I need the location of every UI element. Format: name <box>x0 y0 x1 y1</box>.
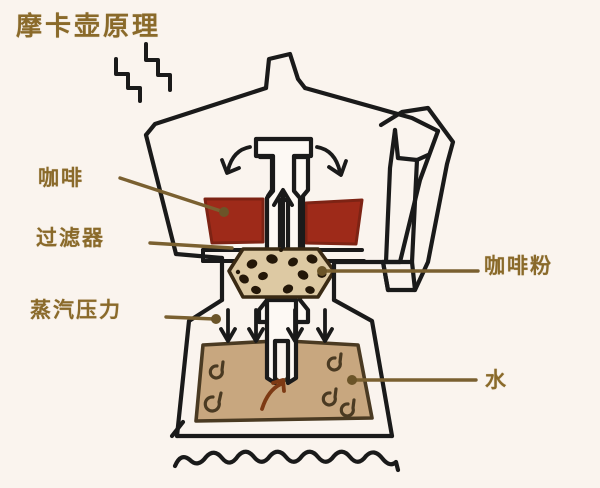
pot-handle <box>378 105 456 293</box>
label-water: 水 <box>485 368 508 392</box>
leader-coffee <box>118 176 226 214</box>
water-bubbles <box>203 352 356 418</box>
label-filter: 过滤器 <box>36 226 105 250</box>
riser-stem-lower <box>264 297 299 386</box>
pour-arrow-left <box>220 145 252 175</box>
water-flow-arrow <box>260 378 286 411</box>
pressure-arrows <box>219 308 334 343</box>
label-coffee-grounds: 咖啡粉 <box>484 254 553 278</box>
pour-arrow-right <box>315 145 348 177</box>
leader-lines <box>118 176 480 382</box>
pot-upper-body-outline <box>143 51 441 265</box>
heat-source-wavy-line <box>172 449 401 473</box>
page-title: 摩卡壶原理 <box>16 12 162 42</box>
steam-wisp-right <box>144 42 172 92</box>
coffee-liquid-left <box>203 197 265 245</box>
leader-steam <box>164 315 217 321</box>
rising-arrow <box>272 188 294 249</box>
steam-wisp-left <box>114 57 142 103</box>
label-coffee: 咖啡 <box>38 166 84 190</box>
label-steam-pressure: 蒸汽压力 <box>30 298 122 322</box>
coffee-grounds-basket <box>227 247 336 299</box>
boiler-outline <box>169 255 395 439</box>
leader-dots <box>211 207 357 385</box>
leader-filter <box>148 241 234 250</box>
coffee-liquid-right <box>304 198 364 246</box>
